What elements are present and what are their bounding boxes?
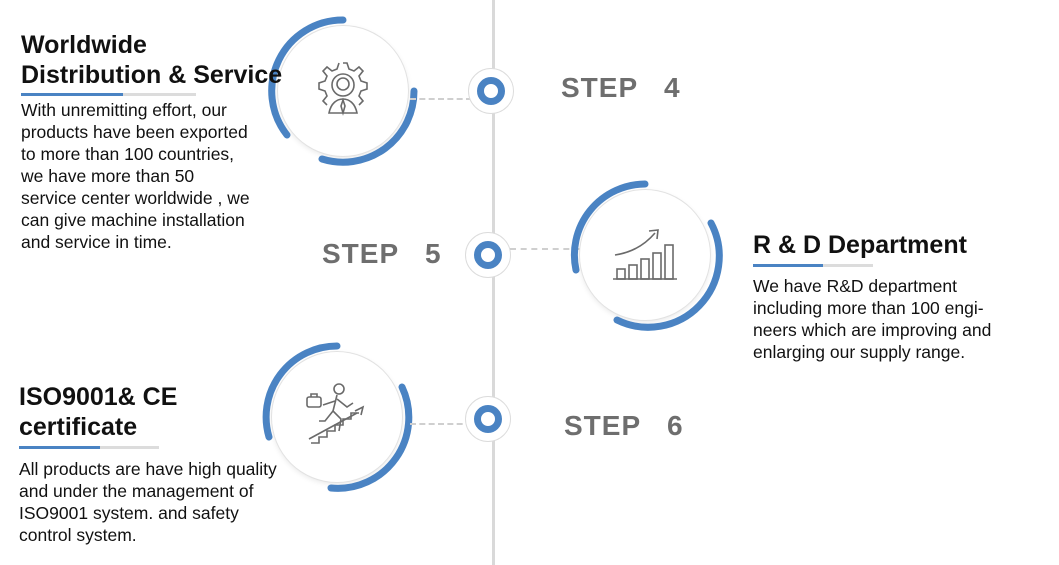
title-line: R & D Department	[753, 231, 967, 259]
timeline-node-step-6	[465, 396, 511, 442]
timeline-node-step-4	[468, 68, 514, 114]
title-line: ISO9001& CE	[19, 383, 178, 411]
title-line: Distribution & Service	[21, 61, 283, 89]
step-label: STEP 4	[561, 72, 681, 103]
desc-line: we have more than 50	[21, 166, 195, 186]
title-line: Worldwide	[21, 31, 147, 59]
desc-line: and under the management of	[19, 481, 254, 501]
desc-line: All products are have high quality	[19, 459, 277, 479]
desc-line: service center worldwide , we	[21, 188, 250, 208]
timeline-node-step-5	[465, 232, 511, 278]
item-title: ISO9001& CE certificate	[19, 382, 177, 442]
badge-step-4	[268, 16, 418, 166]
desc-line: products have been exported	[21, 122, 248, 142]
item-description: All products are have high quality and u…	[19, 458, 277, 546]
connector	[510, 248, 580, 250]
connector	[410, 98, 472, 100]
timeline-line	[492, 0, 495, 565]
desc-line: to more than 100 countries,	[21, 144, 235, 164]
growth-chart-icon	[613, 229, 677, 280]
desc-line: neers which are improving and	[753, 320, 992, 340]
desc-line: including more than 100 engi-	[753, 298, 984, 318]
connector	[410, 423, 472, 425]
item-title: Worldwide Distribution & Service	[21, 30, 282, 90]
badge-arc	[268, 16, 418, 166]
step-label: STEP 5	[322, 238, 442, 269]
title-line: certificate	[19, 413, 138, 441]
badge-step-5	[570, 180, 723, 331]
title-underline	[21, 93, 196, 96]
desc-line: We have R&D department	[753, 276, 957, 296]
badge-arc	[262, 342, 413, 492]
climbing-person-icon	[306, 383, 365, 444]
title-underline	[19, 446, 159, 449]
item-description: We have R&D department including more th…	[753, 275, 991, 363]
desc-line: can give machine installation	[21, 210, 245, 230]
desc-line: ISO9001 system. and safety	[19, 503, 239, 523]
title-underline	[753, 264, 873, 267]
desc-line: control system.	[19, 525, 137, 545]
desc-line: and service in time.	[21, 232, 172, 252]
gear-person-icon	[318, 62, 368, 116]
step-label: STEP 6	[564, 410, 684, 441]
item-description: With unremitting effort, our products ha…	[21, 99, 250, 253]
badge-arc	[570, 180, 723, 331]
desc-line: With unremitting effort, our	[21, 100, 227, 120]
desc-line: enlarging our supply range.	[753, 342, 966, 362]
badge-step-6	[262, 342, 413, 492]
item-title: R & D Department	[753, 230, 967, 260]
